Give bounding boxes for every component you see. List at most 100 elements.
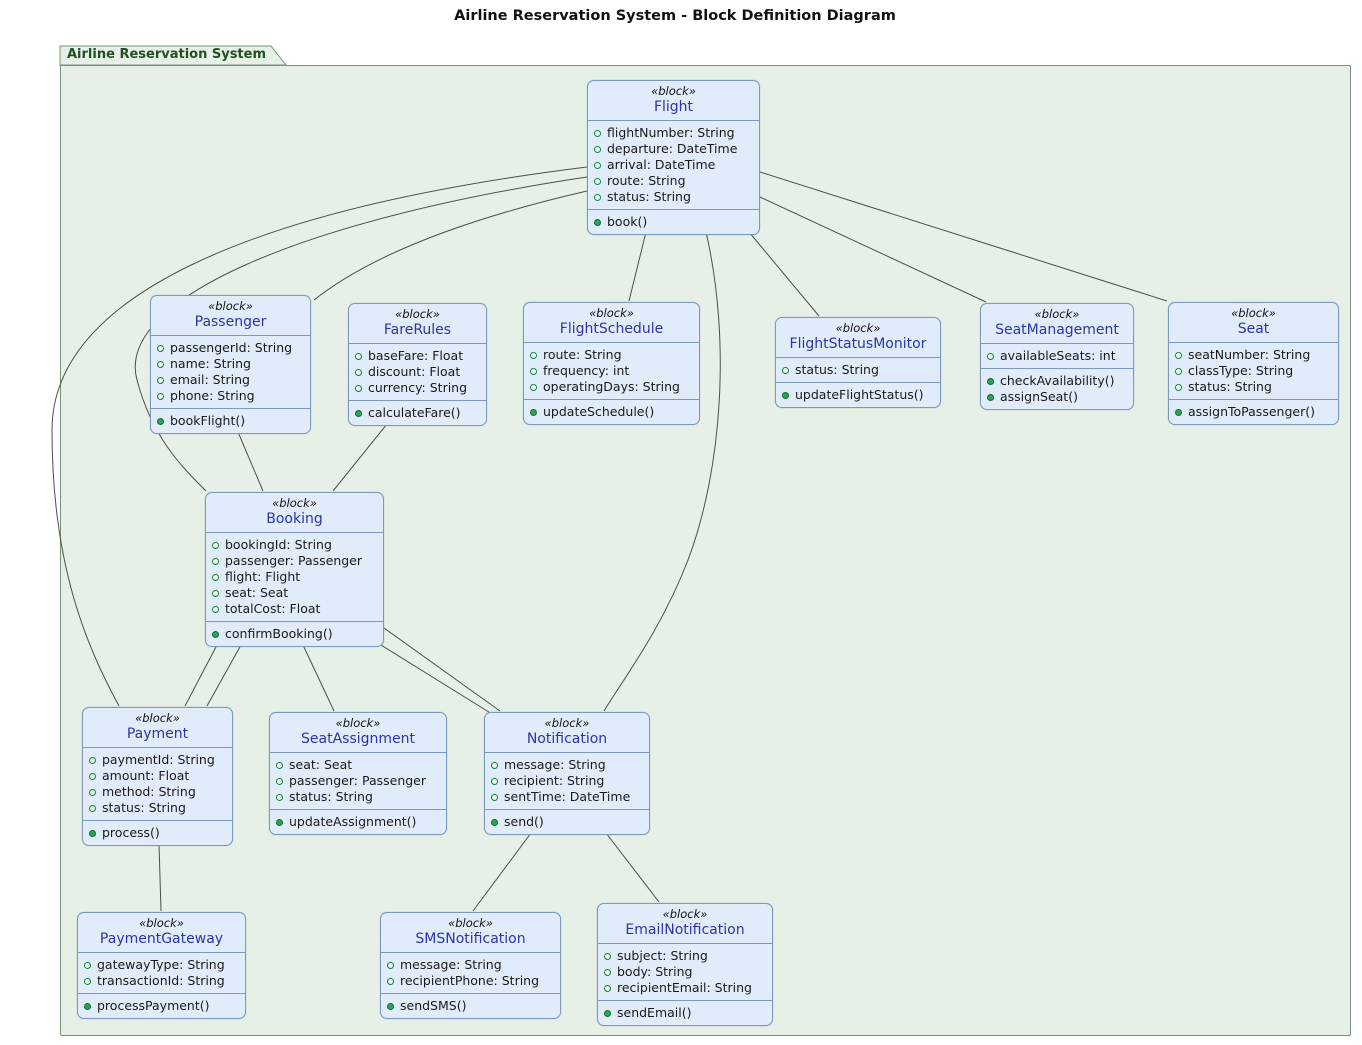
block-header: «block» Payment: [83, 708, 232, 747]
operation-icon: [89, 829, 96, 837]
operation-item: updateAssignment(): [276, 814, 440, 830]
member-label: route: String: [607, 173, 686, 188]
edge-notification-smsnotification: [472, 823, 538, 912]
attribute-item: message: String: [387, 957, 554, 973]
attribute-icon: [84, 977, 91, 985]
block-name: Notification: [526, 731, 608, 747]
operation-icon: [157, 417, 164, 425]
attribute-item: discount: Float: [355, 364, 480, 380]
attribute-icon: [987, 352, 994, 360]
block-name: SeatAssignment: [301, 731, 415, 747]
attribute-item: message: String: [491, 757, 643, 773]
edge-farerules-booking: [332, 415, 395, 492]
attribute-icon: [157, 392, 164, 400]
block-stereotype: «block»: [448, 916, 493, 930]
attribute-item: operatingDays: String: [530, 379, 693, 395]
member-label: route: String: [543, 347, 622, 362]
operations-compartment: sendSMS(): [381, 993, 560, 1018]
member-label: status: String: [795, 362, 879, 377]
edge-booking-notification-2: [371, 638, 493, 715]
attribute-icon: [1175, 383, 1182, 391]
operation-item: process(): [89, 825, 226, 841]
operations-compartment: confirmBooking(): [206, 621, 383, 646]
block-header: «block» FareRules: [349, 304, 486, 343]
operation-item: assignSeat(): [987, 389, 1127, 405]
edge-flight-seat: [749, 166, 1168, 302]
member-label: updateSchedule(): [543, 404, 655, 419]
attribute-icon: [212, 605, 219, 613]
attributes-compartment: availableSeats: int: [981, 343, 1133, 368]
attribute-icon: [89, 756, 96, 764]
block-name: Booking: [266, 511, 323, 527]
attribute-item: classType: String: [1175, 363, 1332, 379]
edge-flight-notification: [603, 220, 721, 712]
operation-item: assignToPassenger(): [1175, 404, 1332, 420]
block-stereotype: «block»: [272, 496, 317, 510]
package-tab: [59, 45, 288, 66]
block-stereotype: «block»: [1034, 307, 1080, 321]
operation-item: calculateFare(): [355, 405, 480, 421]
operation-icon: [987, 393, 994, 401]
attribute-item: status: String: [89, 800, 226, 816]
member-label: status: String: [607, 189, 691, 204]
attribute-item: recipientPhone: String: [387, 973, 554, 989]
member-label: name: String: [170, 356, 251, 371]
operation-icon: [604, 1009, 611, 1017]
block-name: FlightSchedule: [559, 321, 664, 337]
member-label: updateFlightStatus(): [795, 387, 924, 402]
attribute-item: gatewayType: String: [84, 957, 239, 973]
member-label: recipientEmail: String: [617, 980, 752, 995]
operations-compartment: sendEmail(): [598, 1000, 772, 1025]
operations-compartment: checkAvailability()assignSeat(): [981, 368, 1133, 409]
attribute-item: email: String: [157, 372, 304, 388]
attribute-item: passenger: Passenger: [276, 773, 440, 789]
attribute-item: status: String: [276, 789, 440, 805]
member-label: sendSMS(): [400, 998, 467, 1013]
member-label: message: String: [504, 757, 606, 772]
package-title: Airline Reservation System: [67, 47, 267, 62]
member-label: message: String: [400, 957, 502, 972]
block-name: Passenger: [194, 314, 267, 330]
attribute-icon: [491, 777, 498, 785]
edge-flight-payment: [51, 162, 599, 707]
attribute-item: seat: Seat: [276, 757, 440, 773]
member-label: arrival: DateTime: [607, 157, 716, 172]
member-label: baseFare: Float: [368, 348, 464, 363]
member-label: paymentId: String: [102, 752, 215, 767]
attribute-icon: [530, 383, 537, 391]
attribute-item: baseFare: Float: [355, 348, 480, 364]
block-header: «block» PaymentGateway: [78, 913, 245, 952]
operation-item: sendEmail(): [604, 1005, 766, 1021]
block-name: SMSNotification: [415, 931, 526, 947]
block-header: «block» Flight: [588, 81, 759, 120]
block-header: «block» FlightSchedule: [524, 303, 699, 342]
operations-compartment: process(): [83, 820, 232, 845]
attribute-icon: [276, 793, 283, 801]
attribute-icon: [604, 968, 611, 976]
member-label: processPayment(): [97, 998, 210, 1013]
attribute-item: passenger: Passenger: [212, 553, 377, 569]
edge-booking-notification-1: [374, 621, 501, 712]
member-label: checkAvailability(): [1000, 373, 1115, 388]
attribute-icon: [212, 573, 219, 581]
edge-booking-payment-2: [206, 634, 248, 707]
block-name: PaymentGateway: [99, 931, 224, 947]
operation-item: bookFlight(): [157, 413, 304, 429]
attribute-item: flightNumber: String: [594, 125, 753, 141]
edge-flight-seatmanagement: [749, 191, 987, 303]
member-label: totalCost: Float: [225, 601, 321, 616]
member-label: bookFlight(): [170, 413, 246, 428]
member-label: passenger: Passenger: [289, 773, 426, 788]
